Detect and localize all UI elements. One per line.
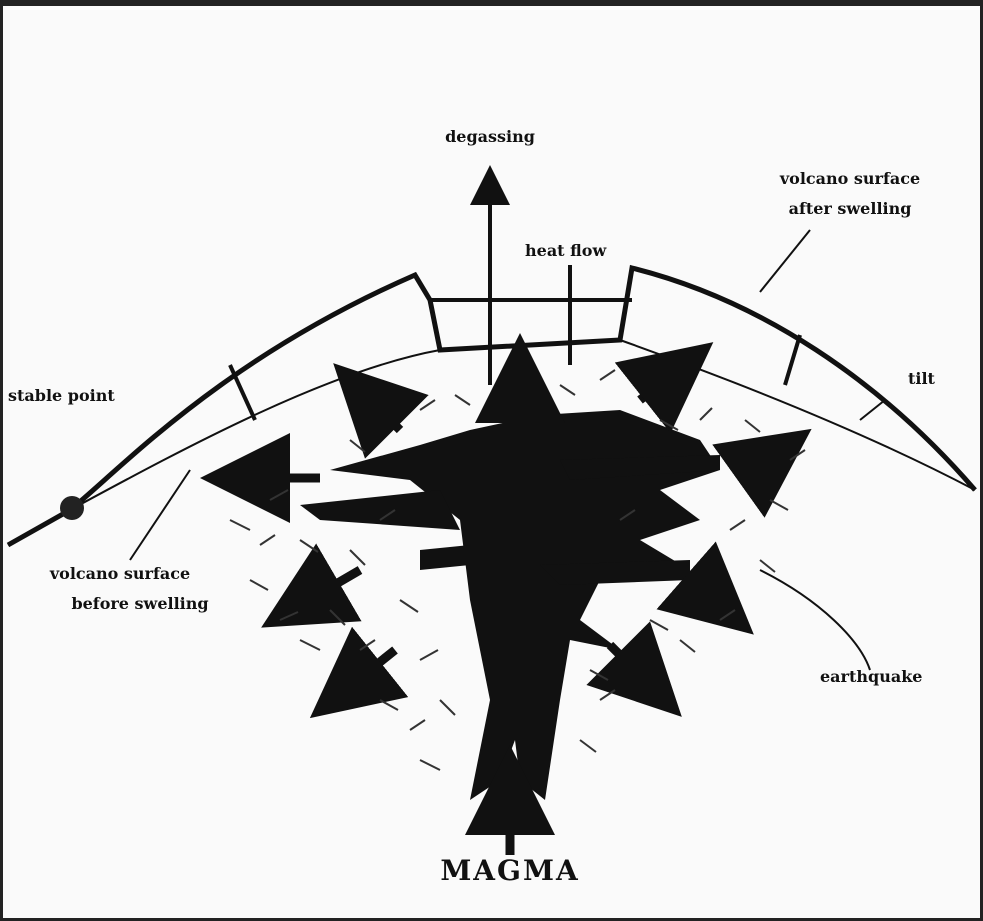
surface-before-label-2: before swelling (20, 595, 260, 613)
tilt-label: tilt (908, 370, 935, 388)
degassing-label: degassing (400, 128, 580, 146)
heat-flow-label: heat flow (525, 242, 606, 260)
stable-point-label: stable point (8, 387, 115, 405)
swell-wall-left (230, 365, 255, 420)
surface-before-label-1: volcano surface (0, 565, 240, 583)
stable-point-marker (60, 496, 84, 520)
earthquake-label: earthquake (820, 668, 922, 686)
surface-after-label-2: after swelling (735, 200, 965, 218)
swell-wall-right (785, 335, 800, 385)
surface-after-label-1: volcano surface (735, 170, 965, 188)
magma-label: MAGMA (410, 862, 610, 880)
magma-body (300, 410, 720, 800)
crater-floor (440, 340, 620, 350)
